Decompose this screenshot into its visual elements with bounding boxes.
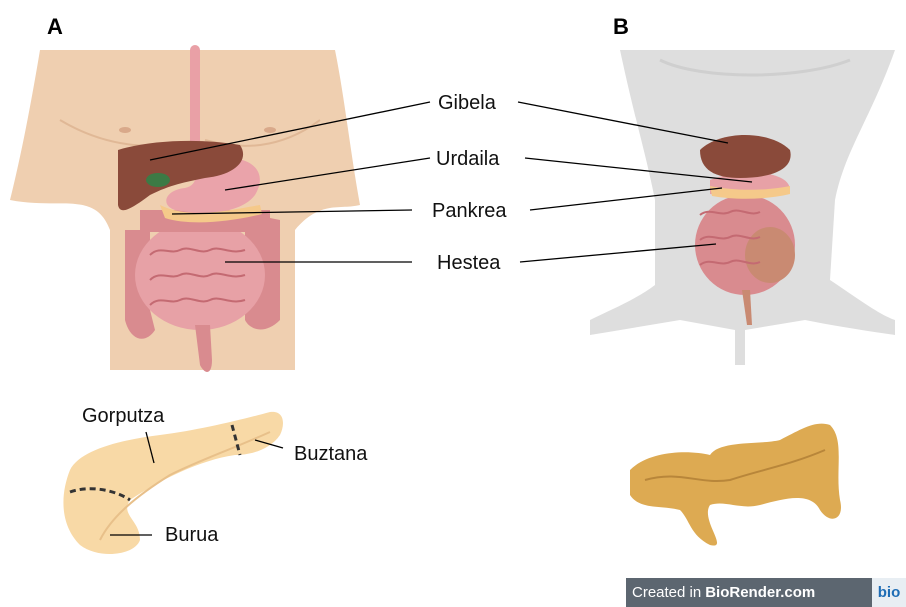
watermark-brand: BioRender.com [705, 578, 815, 607]
label-tail: Buztana [294, 443, 367, 466]
watermark-prefix: Created in [632, 578, 701, 607]
label-intestine: Hestea [437, 252, 500, 275]
label-body: Gorputza [82, 405, 164, 428]
watermark-logo: bio [872, 578, 906, 607]
biorender-watermark: Created in BioRender.com bio [626, 578, 906, 607]
panel-label-b: B [613, 14, 629, 40]
mouse-pancreas-diagram [630, 424, 841, 546]
human-gallbladder [146, 173, 170, 187]
label-liver: Gibela [438, 92, 496, 115]
panel-label-a: A [47, 14, 63, 40]
label-pancreas: Pankrea [432, 200, 507, 223]
label-head: Burua [165, 524, 218, 547]
label-stomach: Urdaila [436, 148, 499, 171]
